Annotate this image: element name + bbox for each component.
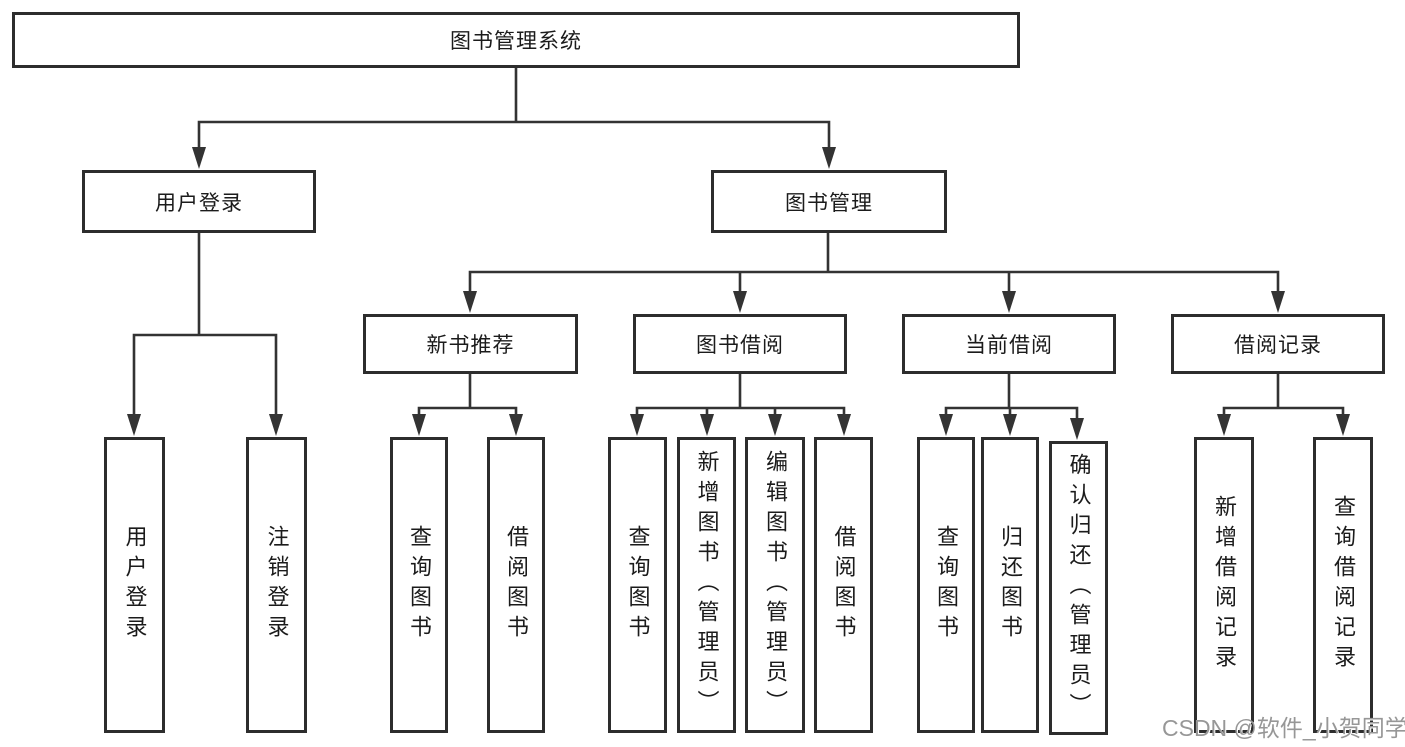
node-current-borrow-label: 当前借阅 <box>965 334 1053 357</box>
connector-arrowheads <box>127 147 1350 440</box>
arrowhead-icon <box>1217 414 1231 436</box>
node-leaf-logout: 注销登录 <box>246 437 307 733</box>
connector-root-to-level2 <box>197 65 831 159</box>
node-leaf-cb-query-books-label: 查询图书 <box>934 525 959 645</box>
arrowhead-icon <box>1070 418 1084 440</box>
node-leaf-br-add-record: 新增借阅记录 <box>1194 437 1254 733</box>
arrowhead-icon <box>1002 291 1016 313</box>
node-new-books: 新书推荐 <box>363 314 578 374</box>
node-leaf-nb-borrow-books: 借阅图书 <box>487 437 545 733</box>
node-leaf-cb-return-books: 归还图书 <box>981 437 1039 733</box>
arrowhead-icon <box>463 291 477 313</box>
node-leaf-bb-borrow-books: 借阅图书 <box>814 437 873 733</box>
node-book-mgmt-label: 图书管理 <box>785 191 873 215</box>
node-root-label: 图书管理系统 <box>450 30 582 53</box>
node-book-borrow-label: 图书借阅 <box>696 334 784 357</box>
node-leaf-br-query-record: 查询借阅记录 <box>1313 437 1373 733</box>
node-leaf-bb-add-books-label: 新增图书（管理员） <box>694 450 720 720</box>
node-new-books-label: 新书推荐 <box>426 334 515 357</box>
node-leaf-user-login-label: 用户登录 <box>122 525 148 645</box>
arrowhead-icon <box>269 414 283 436</box>
arrowhead-icon <box>837 414 851 436</box>
arrowhead-icon <box>733 291 747 313</box>
node-leaf-nb-query-books: 查询图书 <box>390 437 448 733</box>
node-leaf-user-login: 用户登录 <box>104 437 165 733</box>
connector-book-mgmt-to-level3 <box>468 231 1280 303</box>
arrowhead-icon <box>700 414 714 436</box>
connector-borrow-records-to-leaves <box>1222 372 1345 426</box>
arrowhead-icon <box>509 414 523 436</box>
arrowhead-icon <box>1336 414 1350 436</box>
node-leaf-bb-query-books-label: 查询图书 <box>625 525 651 645</box>
node-leaf-nb-query-books-label: 查询图书 <box>407 525 432 645</box>
node-leaf-nb-borrow-books-label: 借阅图书 <box>504 525 529 645</box>
arrowhead-icon <box>630 414 644 436</box>
node-leaf-bb-borrow-books-label: 借阅图书 <box>831 525 857 645</box>
node-leaf-bb-edit-books-label: 编辑图书（管理员） <box>763 450 788 720</box>
arrowhead-icon <box>1271 291 1285 313</box>
connector-book-borrow-to-leaves <box>635 372 846 426</box>
arrowhead-icon <box>412 414 426 436</box>
arrowhead-icon <box>768 414 782 436</box>
node-book-borrow: 图书借阅 <box>633 314 847 374</box>
arrowhead-icon <box>192 147 206 169</box>
node-leaf-bb-add-books: 新增图书（管理员） <box>677 437 736 733</box>
node-leaf-logout-label: 注销登录 <box>264 525 290 645</box>
arrowhead-icon <box>1003 414 1017 436</box>
node-leaf-bb-edit-books: 编辑图书（管理员） <box>745 437 805 733</box>
node-leaf-bb-query-books: 查询图书 <box>608 437 667 733</box>
arrowhead-icon <box>939 414 953 436</box>
node-leaf-br-add-record-label: 新增借阅记录 <box>1212 495 1237 675</box>
arrowhead-icon <box>127 414 141 436</box>
node-borrow-records: 借阅记录 <box>1171 314 1385 374</box>
node-user-login: 用户登录 <box>82 170 316 233</box>
node-book-mgmt: 图书管理 <box>711 170 947 233</box>
node-leaf-cb-return-books-label: 归还图书 <box>998 525 1023 645</box>
node-user-login-label: 用户登录 <box>155 191 243 215</box>
node-leaf-cb-confirm-return-label: 确认归还（管理员） <box>1066 453 1092 723</box>
node-root: 图书管理系统 <box>12 12 1020 68</box>
node-current-borrow: 当前借阅 <box>902 314 1116 374</box>
node-leaf-cb-query-books: 查询图书 <box>917 437 975 733</box>
connector-new-books-to-leaves <box>417 372 518 426</box>
arrowhead-icon <box>822 147 836 169</box>
node-leaf-cb-confirm-return: 确认归还（管理员） <box>1049 441 1108 735</box>
connector-user-login-to-leaves <box>132 231 278 426</box>
node-borrow-records-label: 借阅记录 <box>1234 334 1322 357</box>
node-leaf-br-query-record-label: 查询借阅记录 <box>1331 495 1356 675</box>
connector-lines <box>132 65 1345 430</box>
csdn-watermark: CSDN @软件_小贺同学 <box>1162 715 1405 741</box>
